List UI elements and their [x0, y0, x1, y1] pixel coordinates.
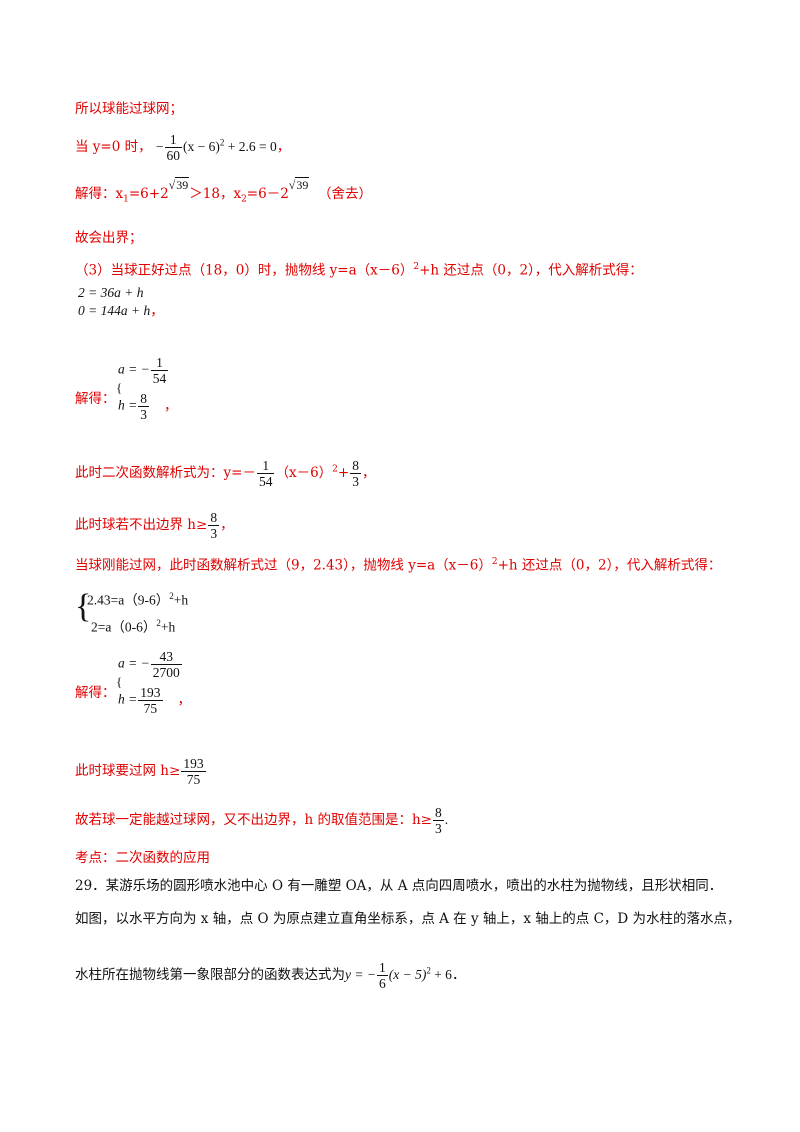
equation-row: 2 = 36a + h	[78, 285, 144, 300]
question-29-line-1: 29．某游乐场的圆形喷水池中心 O 有一雕塑 OA，从 A 点向四周喷水，喷出的…	[75, 878, 723, 894]
equation-row: 2.43=a（9-6）2+h	[87, 591, 189, 608]
sqrt-39: √39	[168, 177, 190, 192]
answer-line-part3: （3）当球正好过点（18，0）时，抛物线 y=a（x－6）2+h 还过点（0，2…	[75, 262, 643, 279]
question-29-line-2: 如图，以水平方向为 x 轴，点 O 为原点建立直角坐标系，点 A 在 y 轴上，…	[75, 911, 741, 927]
answer-line-solve-1-label: 解得：	[75, 391, 116, 407]
equation-row: 2=a（0-6）2+h	[91, 617, 176, 635]
knowledge-point: 考点：二次函数的应用	[75, 850, 210, 866]
answer-line-net: 所以球能过球网；	[75, 101, 183, 117]
answer-line-over-net: 当球刚能过网，此时函数解析式过（9，2.43），抛物线 y=a（x－6）2+h …	[75, 557, 722, 574]
sqrt-39: √39	[288, 177, 310, 192]
equation-system-1: 2 = 36a + h 0 = 144a + h，	[78, 284, 164, 320]
equation-row: 0 = 144a + h，	[78, 303, 164, 318]
equation-system-2: { 2.43=a（9-6）2+h 2=a（0-6）2+h	[75, 588, 189, 635]
answer-line-solve-2-label: 解得：	[75, 685, 116, 701]
answer-line-solve-x: 解得：x1=6+2√39＞18，x2=6－2√39 （舍去）	[75, 177, 372, 205]
answer-line-out: 故会出界；	[75, 230, 143, 246]
